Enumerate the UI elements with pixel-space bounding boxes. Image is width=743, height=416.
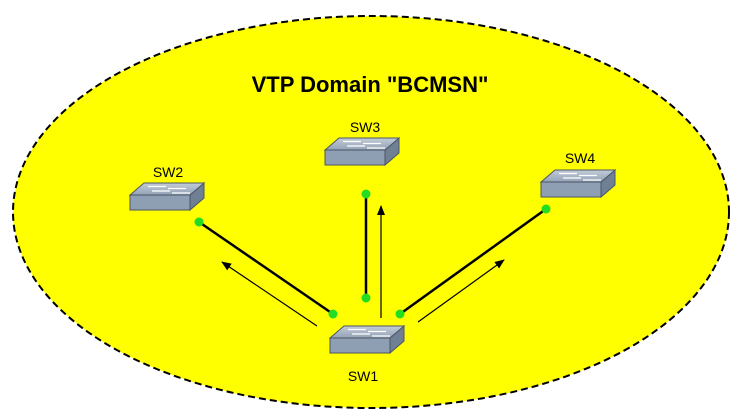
sw3-label: SW3 [350,119,381,135]
port-dots [194,189,551,319]
sw4-label: SW4 [565,150,596,166]
port-sw1-to-sw3 [361,293,371,303]
switch-sw4[interactable] [539,168,617,199]
arrow-to-sw4 [417,259,505,323]
arrow-to-sw2 [221,261,318,327]
switch-sw1[interactable] [328,324,406,355]
port-sw1-to-sw4 [395,309,405,319]
port-sw3 [361,189,371,199]
vtp-domain-ellipse [12,15,730,409]
sw2-label: SW2 [153,164,184,180]
link-sw1-sw4 [399,207,547,316]
advertisement-arrows [221,205,505,327]
switch-icon [323,136,401,167]
port-sw4 [541,204,551,214]
switch-icon [328,324,406,355]
links [198,194,547,316]
switch-sw3[interactable] [323,136,401,167]
port-sw2 [194,217,204,227]
switch-icon [128,181,206,212]
port-sw1-to-sw2 [328,309,338,319]
switch-icon [539,168,617,199]
domain-title: VTP Domain "BCMSN" [252,72,489,97]
link-sw1-sw2 [198,220,334,316]
switch-sw2[interactable] [128,181,206,212]
sw1-label: SW1 [348,368,379,384]
